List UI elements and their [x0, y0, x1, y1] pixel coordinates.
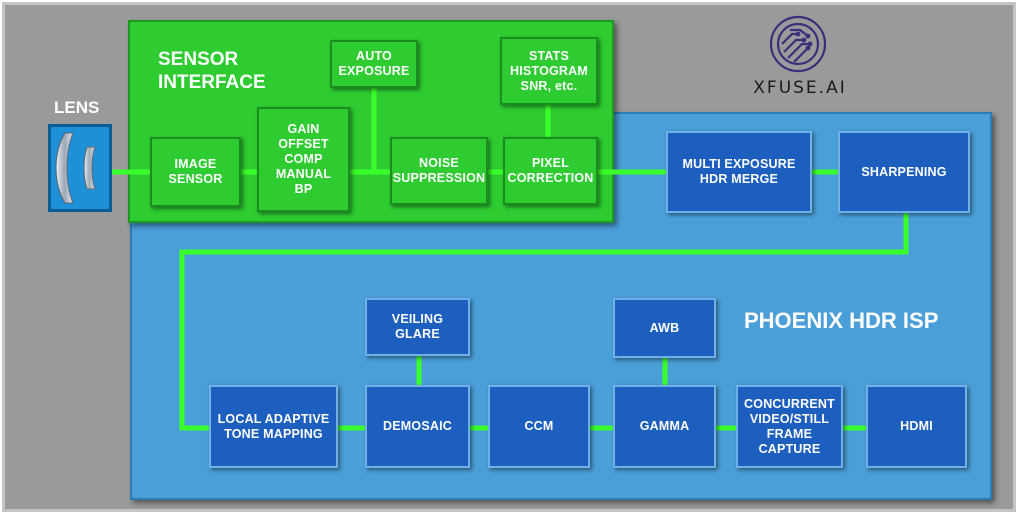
tone-mapping-block: LOCAL ADAPTIVE TONE MAPPING — [209, 385, 338, 468]
gain-offset-block: GAIN OFFSET COMP MANUAL BP — [257, 107, 350, 212]
phoenix-isp-title: PHOENIX HDR ISP — [744, 308, 939, 333]
awb-block: AWB — [613, 298, 716, 358]
lens-label: LENS — [54, 98, 100, 117]
brand-name: XFUSE.AI — [753, 78, 847, 98]
lens-icon — [55, 132, 96, 204]
stats-histogram-block: STATS HISTOGRAM SNR, etc. — [500, 37, 598, 105]
hdmi-block: HDMI — [866, 385, 967, 468]
circuit-brain-logo-icon — [769, 15, 827, 73]
lens-block — [48, 124, 112, 212]
image-sensor-block: IMAGE SENSOR — [150, 137, 241, 207]
sensor-interface-title: SENSOR INTERFACE — [158, 49, 266, 93]
wire-sharpening-to-tone-mapping — [179, 210, 909, 431]
capture-block: CONCURRENT VIDEO/STILL FRAME CAPTURE — [736, 385, 843, 468]
ccm-block: CCM — [488, 385, 590, 468]
pixel-correction-block: PIXEL CORRECTION — [503, 137, 598, 205]
noise-suppression-block: NOISE SUPPRESSION — [390, 137, 488, 205]
sharpening-block: SHARPENING — [838, 131, 970, 213]
veiling-glare-block: VEILING GLARE — [365, 298, 470, 356]
gamma-block: GAMMA — [613, 385, 716, 468]
hdr-merge-block: MULTI EXPOSURE HDR MERGE — [666, 131, 812, 213]
demosaic-block: DEMOSAIC — [365, 385, 470, 468]
auto-exposure-block: AUTO EXPOSURE — [330, 40, 418, 88]
